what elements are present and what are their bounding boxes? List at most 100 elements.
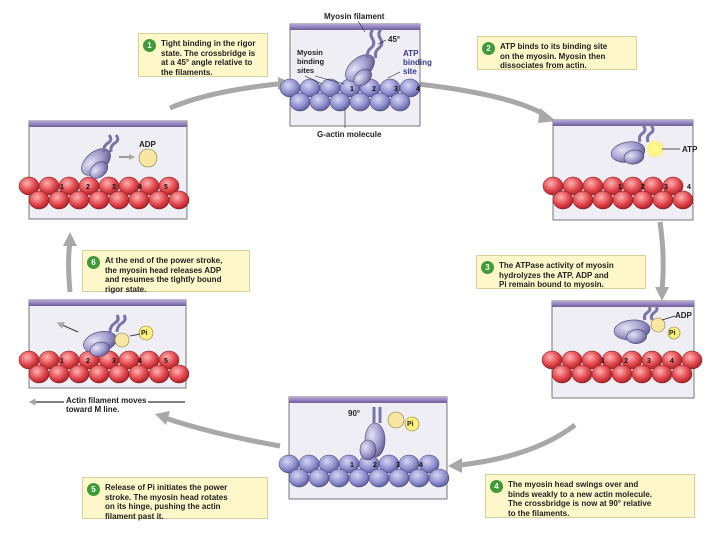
atp-glow bbox=[645, 139, 665, 159]
arrow-1-to-2 bbox=[417, 81, 547, 118]
actin-number-label: 3 bbox=[112, 184, 116, 191]
g-actin-molecule bbox=[611, 364, 633, 384]
arrow-2-to-3 bbox=[657, 221, 666, 291]
myosin-head bbox=[613, 319, 651, 344]
label-atp-binding-site: ATP binding site bbox=[403, 49, 432, 76]
g-actin-molecule bbox=[631, 364, 653, 384]
g-actin-molecule bbox=[289, 92, 311, 112]
label-pi-step4: Pi bbox=[407, 421, 414, 428]
label-pi-step3: Pi bbox=[669, 330, 676, 337]
g-actin-molecule bbox=[328, 468, 350, 488]
myosin-thick-filament bbox=[552, 301, 694, 307]
myosin-thick-filament bbox=[29, 300, 186, 306]
actin-number-label: 4 bbox=[419, 462, 423, 469]
g-actin-molecule bbox=[288, 468, 310, 488]
adp-molecule bbox=[650, 317, 666, 333]
actin-number-label: 2 bbox=[641, 184, 645, 191]
actin-number-label: 3 bbox=[394, 86, 398, 93]
myosin-head bbox=[610, 141, 646, 165]
g-actin-molecule bbox=[428, 468, 450, 488]
adp-molecule bbox=[138, 148, 158, 168]
g-actin-molecule bbox=[108, 190, 130, 210]
step-text: The myosin head swings over and binds we… bbox=[508, 480, 653, 518]
step-text: At the end of the power stroke, the myos… bbox=[105, 256, 223, 294]
g-actin-molecule bbox=[168, 364, 190, 384]
actin-number-label: 2 bbox=[86, 358, 90, 365]
step-number-badge: 5 bbox=[87, 483, 100, 496]
label-myosin-binding-sites: Myosin binding sites bbox=[297, 48, 325, 75]
g-actin-molecule bbox=[308, 468, 330, 488]
g-actin-molecule bbox=[168, 190, 190, 210]
myosin-neck bbox=[637, 124, 647, 143]
g-actin-molecule bbox=[388, 468, 410, 488]
rotation-arrow bbox=[56, 322, 79, 333]
actin-number-label: 2 bbox=[86, 184, 90, 191]
g-actin-molecule bbox=[148, 190, 170, 210]
adp-molecule bbox=[387, 411, 405, 429]
actin-number-label: 1 bbox=[60, 184, 64, 191]
cycle-arrows bbox=[63, 77, 669, 473]
actin-number-label: 1 bbox=[350, 86, 354, 93]
step-4-caption: 4 The myosin head swings over and binds … bbox=[485, 474, 695, 518]
step-text: Tight binding in the rigor state. The cr… bbox=[161, 39, 256, 77]
pi-molecule bbox=[138, 325, 154, 341]
step-3-caption: 3 The ATPase activity of myosin hydrolyz… bbox=[476, 255, 646, 289]
actin-number-label: 5 bbox=[164, 184, 168, 191]
g-actin-molecule bbox=[68, 190, 90, 210]
actin-number-label: 2 bbox=[624, 358, 628, 365]
g-actin-molecule bbox=[591, 364, 613, 384]
g-actin-molecule bbox=[612, 190, 634, 210]
label-angle-90: 90° bbox=[348, 409, 361, 418]
actin-number-label: 3 bbox=[664, 184, 668, 191]
arrow-3-to-4 bbox=[459, 423, 577, 468]
g-actin-molecule bbox=[632, 190, 654, 210]
g-actin-molecule bbox=[672, 190, 694, 210]
myosin-neck bbox=[102, 134, 113, 153]
step-2-caption: 2 ATP binds to its binding site on the m… bbox=[477, 36, 637, 70]
myosin-neck bbox=[365, 26, 376, 59]
g-actin-molecule bbox=[652, 190, 674, 210]
g-actin-molecule bbox=[408, 468, 430, 488]
g-actin-molecule bbox=[651, 364, 673, 384]
actin-number-label: 4 bbox=[138, 358, 142, 365]
actin-number-label: 4 bbox=[670, 358, 674, 365]
g-actin-molecule bbox=[369, 92, 391, 112]
actin-number-label: 1 bbox=[60, 358, 64, 365]
arrowhead-to-panel-6 bbox=[63, 232, 77, 246]
myosin-head bbox=[81, 148, 111, 179]
g-actin-molecule bbox=[572, 190, 594, 210]
step-number-badge: 4 bbox=[490, 480, 503, 493]
g-actin-molecule bbox=[329, 92, 351, 112]
actin-number-label: 1 bbox=[350, 462, 354, 469]
step-text: The ATPase activity of myosin hydrolyzes… bbox=[499, 261, 614, 289]
g-actin-molecule bbox=[551, 364, 573, 384]
g-actin-molecule bbox=[48, 364, 70, 384]
label-myosin-filament: Myosin filament bbox=[324, 12, 385, 21]
g-actin-molecule bbox=[28, 364, 50, 384]
step-5-caption: 5 Release of Pi initiates the power stro… bbox=[82, 477, 268, 521]
arrowhead-to-panel-2 bbox=[538, 108, 556, 123]
g-actin-molecule bbox=[128, 364, 150, 384]
step-text: Release of Pi initiates the power stroke… bbox=[105, 483, 228, 521]
actin-number-label: 3 bbox=[112, 358, 116, 365]
myosin-thick-filament bbox=[290, 24, 420, 30]
g-actin-molecule bbox=[28, 190, 50, 210]
g-actin-molecule bbox=[158, 350, 180, 370]
g-actin-molecule bbox=[88, 364, 110, 384]
step-text: ATP binds to its binding site on the myo… bbox=[500, 42, 608, 70]
myosin-head bbox=[345, 54, 375, 87]
g-actin-molecule bbox=[348, 468, 370, 488]
step-number-badge: 2 bbox=[482, 42, 495, 55]
label-pi-step5: Pi bbox=[141, 330, 148, 337]
g-actin-molecule bbox=[681, 350, 703, 370]
myosin-thick-filament bbox=[29, 121, 187, 127]
myosin-thick-filament bbox=[289, 397, 447, 403]
g-actin-molecule bbox=[148, 364, 170, 384]
actin-number-label: 3 bbox=[647, 358, 651, 365]
g-actin-molecule bbox=[108, 364, 130, 384]
label-adp-step3: ADP bbox=[675, 311, 692, 320]
